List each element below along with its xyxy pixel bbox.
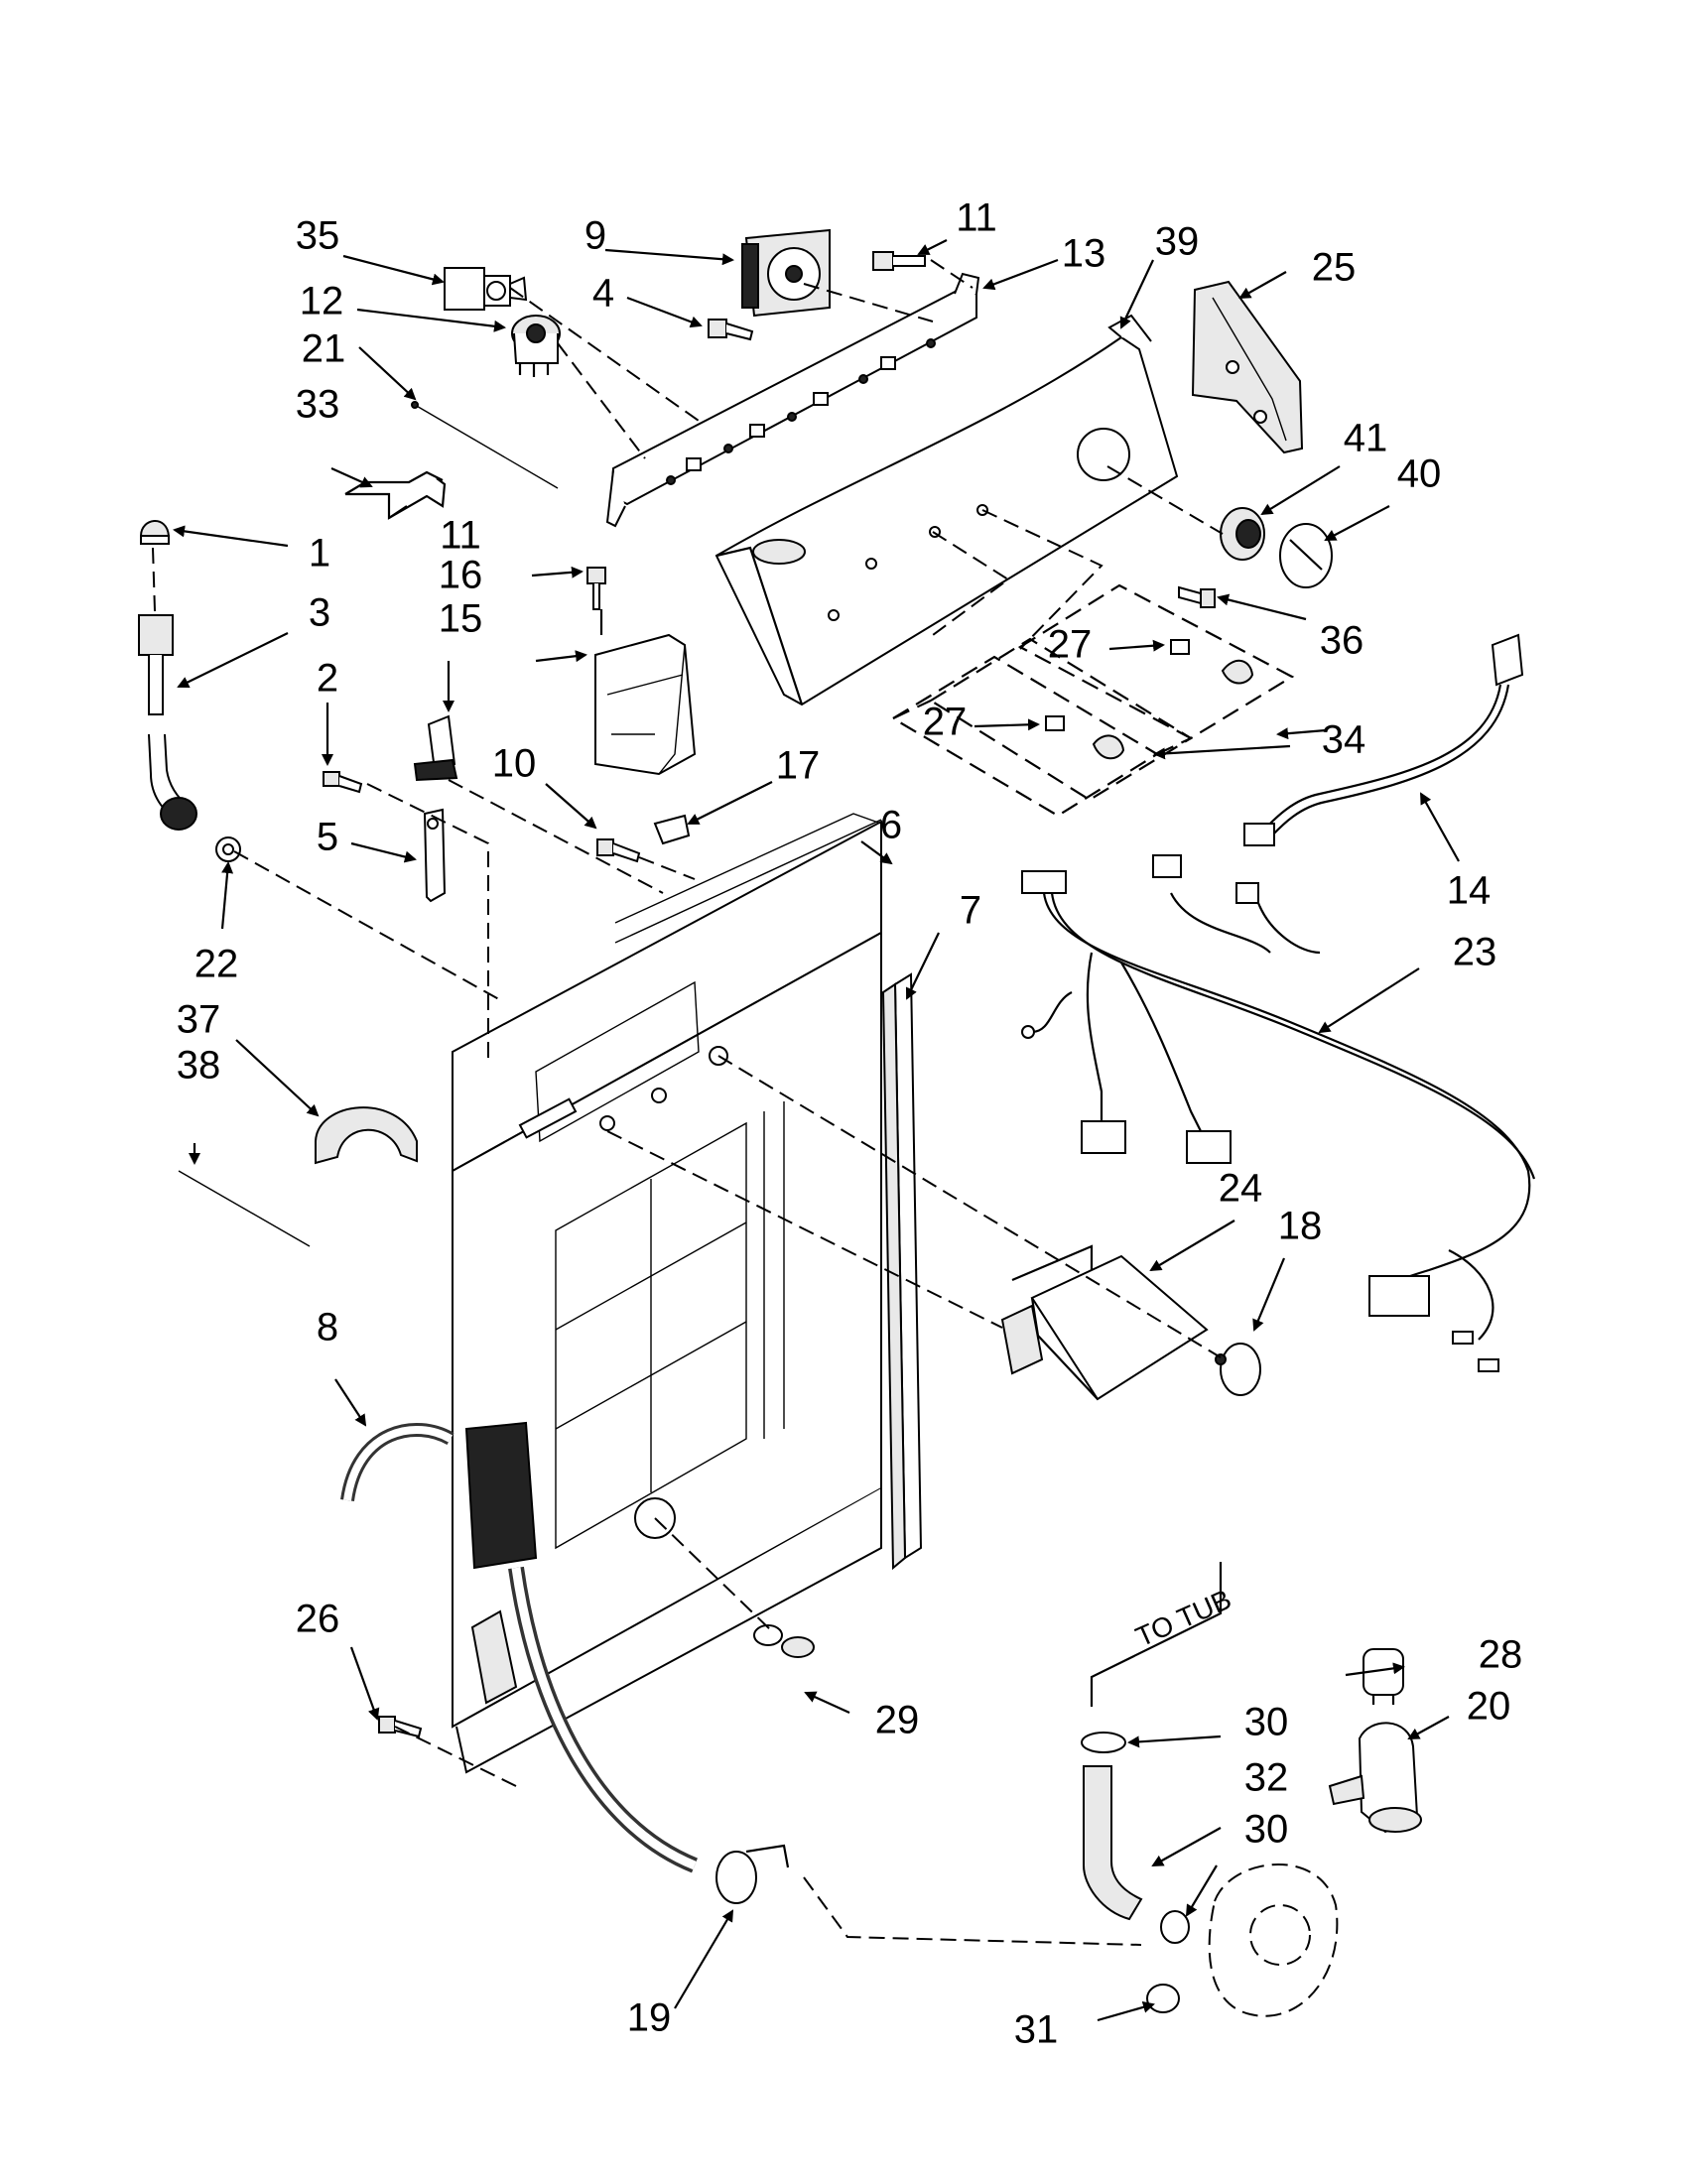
callout-4: 4 [592,272,614,316]
callout-29: 29 [875,1699,920,1742]
part-19-clamp [715,1844,790,1904]
leader-lines [173,239,1460,2022]
callout-27-upper: 27 [1048,623,1093,667]
part-22-washer [215,836,241,862]
part-36-screw [1178,585,1216,608]
callout-39: 39 [1155,220,1200,264]
part-37-hose-clip [315,1106,418,1165]
callout-27-lower: 27 [923,701,968,744]
callout-36: 36 [1320,619,1364,663]
callout-16: 16 [439,554,483,597]
part-33-bracket [344,470,447,520]
part-35-switch [444,267,528,311]
part-10-screw [596,838,641,863]
part-16-cover [594,633,697,776]
callout-15: 15 [439,597,483,641]
part-21-pin [411,401,559,489]
callout-7: 7 [960,889,981,933]
callout-1: 1 [309,532,330,576]
part-39-console [714,314,1179,707]
callout-30-upper: 30 [1244,1701,1289,1744]
callout-11-top: 11 [956,196,997,240]
part-26-screw [378,1716,423,1738]
part-6-rear-panel [452,813,882,1774]
part-7-corner-post [881,972,923,1571]
callout-13: 13 [1062,232,1106,276]
part-2-screw [323,771,363,794]
part-17-clip [653,814,691,845]
part-23-wire-harness [1021,854,1536,1372]
part-30-clamp-upper [1081,1732,1126,1753]
pump-housing-outline [1208,1863,1339,2017]
callout-11-mid: 11 [440,514,481,558]
part-32-pump-hose [1083,1765,1143,1921]
part-30-clamp-lower [1160,1910,1190,1944]
callout-24: 24 [1219,1167,1263,1211]
callout-41: 41 [1344,417,1388,460]
callout-14: 14 [1447,869,1492,913]
part-25-end-cap [1191,280,1304,454]
callout-6: 6 [880,804,902,847]
callout-21: 21 [302,327,346,371]
part-13-control-bracket [605,272,980,528]
part-27-button-upper [1170,639,1254,685]
part-29-plug [753,1624,815,1658]
callout-23: 23 [1453,931,1497,974]
part-3-inlet-hose [138,614,197,831]
callout-labels: 1 3 2 9 4 5 6 7 8 10 11 11 12 13 14 15 1… [177,196,1523,2052]
callout-18: 18 [1278,1205,1323,1248]
part-24-bracket [1000,1244,1209,1401]
part-20-pump [1328,1722,1422,1834]
callout-10: 10 [492,742,537,786]
callout-19: 19 [627,1996,672,2040]
callout-12: 12 [300,280,344,323]
callout-33: 33 [296,383,340,427]
part-41-knob-base [1220,507,1265,561]
to-tub-label: TO TUB [1131,1584,1235,1653]
callout-35: 35 [296,214,340,258]
callout-2: 2 [317,657,338,701]
part-11-screw-top [872,251,926,271]
callout-26: 26 [296,1598,340,1641]
callout-32: 32 [1244,1756,1289,1800]
callout-38: 38 [177,1044,221,1088]
callout-9: 9 [584,214,606,258]
callout-3: 3 [309,591,330,635]
part-12-selector [511,315,561,377]
part-4-screw [708,319,754,341]
part-28-capacitor [1363,1648,1404,1705]
part-31-clamp [1146,1984,1180,2013]
assembly-lines [152,259,1224,1946]
callout-31: 31 [1014,2008,1059,2052]
part-38-cable-tie [178,1170,311,1247]
callout-17: 17 [776,744,821,788]
callout-34: 34 [1322,718,1366,762]
part-9-timer [741,228,831,318]
part-5-strap [423,808,447,903]
callout-5: 5 [317,816,338,859]
part-15-bracket [413,714,458,782]
part-14-power-cord [1243,633,1524,846]
callout-40: 40 [1397,452,1442,496]
callout-25: 25 [1312,246,1357,290]
part-1-filter [139,520,171,545]
callout-8: 8 [317,1306,338,1349]
part-18-plug [1215,1343,1261,1396]
part-8-drain-hose [340,1421,698,1873]
callout-28: 28 [1479,1633,1523,1677]
part-40-knob [1279,523,1333,588]
part-27-button-lower [1045,715,1125,760]
part-11-screw-mid [586,567,606,610]
callout-30-lower: 30 [1244,1808,1289,1852]
callout-22: 22 [195,943,239,986]
callout-20: 20 [1467,1685,1511,1729]
to-tub-annotation: TO TUB [1090,1562,1235,1707]
callout-37: 37 [177,998,221,1042]
